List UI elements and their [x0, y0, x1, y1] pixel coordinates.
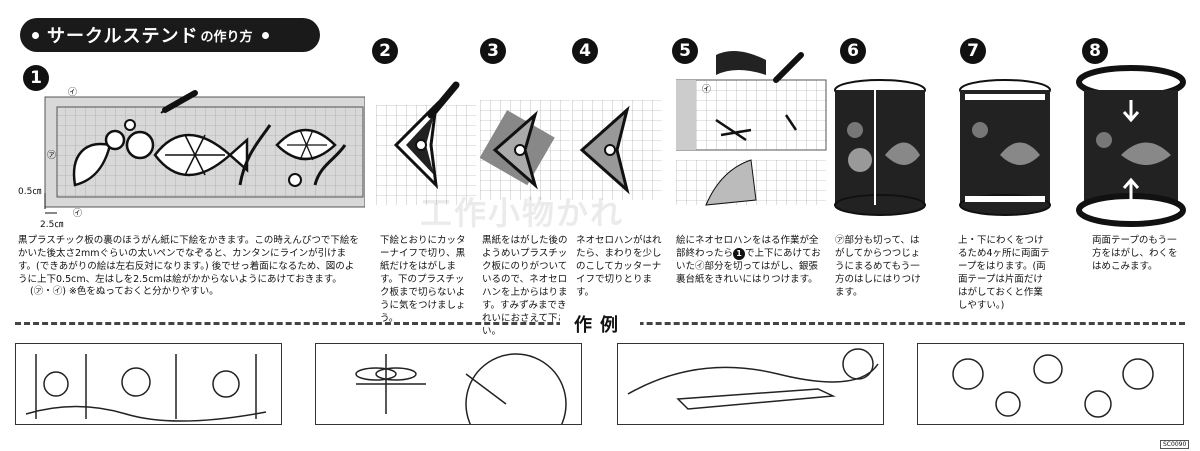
dimension-left: 2.5㎝	[40, 220, 64, 230]
step-badge-3: 3	[480, 38, 506, 64]
product-code: SC0090	[1160, 440, 1190, 449]
example-train	[617, 343, 884, 425]
step8-text: 両面テープのもう一方をはがし、わくをはめこみます。	[1092, 235, 1178, 272]
example-sunflowers	[917, 343, 1184, 425]
example-forest	[15, 343, 282, 425]
page-title: サークルステンド の作り方	[20, 18, 320, 52]
step2-text: 下絵とおりにカッターナイフで切り、黒紙だけをはがします。下のプラスチック板まで切…	[380, 235, 466, 324]
step6-text: ㋐部分も切って、はがしてからつつじょうにまるめてもう一方のはしにはりつけます。	[835, 235, 921, 298]
step1-note: (㋐・㋑) ※色をぬっておくと分かりやすい。	[30, 286, 219, 297]
step7-illustration	[959, 79, 1051, 216]
label-i-top: ㋑	[68, 88, 78, 98]
bullet-dot	[262, 31, 270, 39]
step1-illustration	[44, 90, 365, 214]
step7-text: 上・下にわくをつけるため4ヶ所に両面テープをはります。(両面テープは片面だけはが…	[958, 235, 1050, 311]
step3-text: 黒紙をはがした後のようめいプラスチック板にのりがついているので、ネオセロハンを上…	[482, 235, 568, 337]
step5-text-a: 絵にネオセロハンをはる作業が全部終わったら	[676, 235, 819, 259]
step4-text: ネオセロハンがはれたら、まわりを少しのこしてカッターナイフで切りとります。	[576, 235, 662, 298]
step-badge-7: 7	[960, 38, 986, 64]
step2-illustration	[376, 81, 476, 205]
title-sub: の作り方	[200, 29, 253, 45]
dimension-top: 0.5㎝	[18, 187, 42, 197]
step8-illustration	[1076, 65, 1186, 227]
step-badge-1: 1	[23, 65, 49, 91]
step-badge-2: 2	[372, 38, 398, 64]
step5-inline-badge: 1	[733, 247, 746, 260]
label-i-bottom: ㋑	[73, 209, 83, 219]
step-badge-4: 4	[572, 38, 598, 64]
step6-illustration	[834, 79, 926, 216]
step4-illustration	[572, 100, 662, 200]
title-main: サークルステンド	[47, 26, 199, 47]
step-badge-6: 6	[840, 38, 866, 64]
step-badge-5: 5	[672, 38, 698, 64]
bullet-dot	[32, 31, 39, 39]
step1-text: 黒プラスチック板の裏のほうがん紙に下絵をかきます。この時えんぴつで下絵をかいた後…	[18, 235, 359, 285]
step3-illustration	[480, 100, 570, 200]
step-badge-8: 8	[1082, 38, 1108, 64]
watermark: 工作小物かれ	[420, 194, 625, 232]
examples-title: 作例	[560, 311, 640, 337]
label-a: ㋐	[47, 151, 57, 161]
step5-illustration	[676, 51, 827, 206]
step5-label-i: ㋑	[702, 85, 712, 95]
example-dragonfly	[315, 343, 582, 451]
step5-text-b: で上下にあけておいた㋑部分を切ってはがし、銀張裏台紙をきれいにはりつけます。	[676, 248, 821, 285]
